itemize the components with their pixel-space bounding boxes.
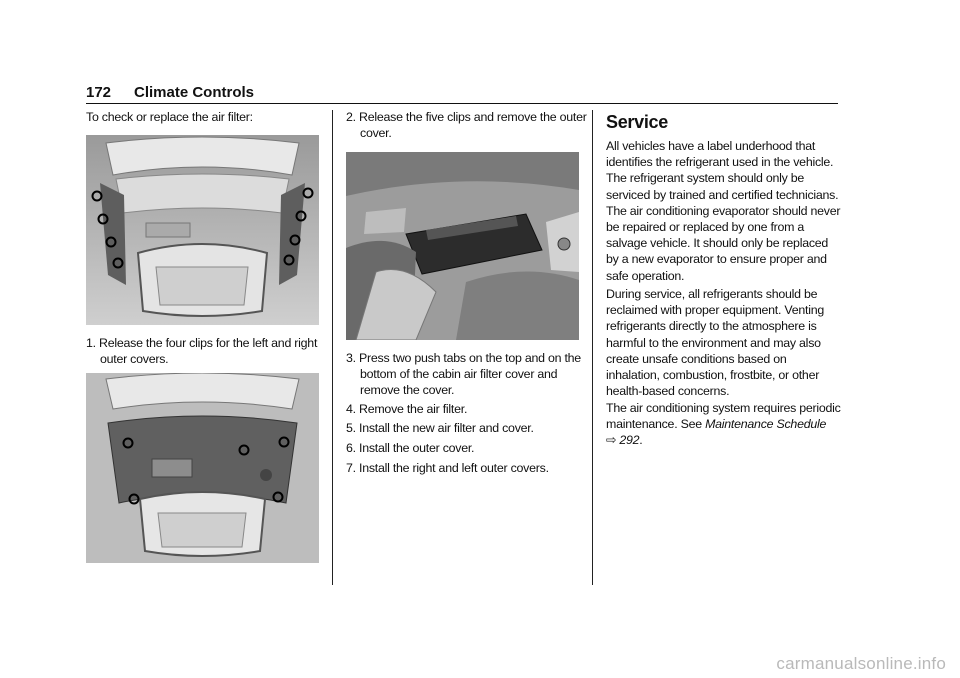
service-paragraph-2: During service, all refrigerants should … [606, 287, 824, 399]
service-paragraph-3: The air conditioning system requires per… [606, 400, 842, 449]
maintenance-schedule-link[interactable]: Maintenance Schedule [705, 417, 827, 432]
section-title: Climate Controls [134, 84, 255, 101]
air-filter-housing-photo [346, 152, 579, 340]
footer: carmanualsonline.info [0, 650, 960, 678]
service-paragraph-1: All vehicles have a label underhood that… [606, 139, 841, 283]
paragraph-3-text: The air conditioning system requires per… [606, 401, 841, 432]
service-heading: Service [606, 112, 668, 132]
step-7: 7. Install the right and left outer cove… [346, 461, 549, 475]
page-number: 172 [86, 84, 112, 101]
column-divider-left [332, 110, 333, 585]
page-reference-arrow-icon: ⇨ [606, 433, 617, 448]
column-divider-right [592, 110, 593, 585]
step-6: 6. Install the outer cover. [346, 441, 475, 455]
step-2: 2. Release the five clips and remove the… [346, 110, 587, 141]
page-reference-number[interactable]: 292 [619, 433, 640, 448]
intro-text: To check or replace the air filter: [86, 110, 253, 124]
page-header: 172 Climate Controls [86, 82, 838, 104]
step-5: 5. Install the new air filter and cover. [346, 421, 534, 435]
watermark: carmanualsonline.info [776, 654, 946, 673]
engine-bay-photo-four-clips [86, 135, 319, 325]
step-4: 4. Remove the air filter. [346, 402, 468, 416]
engine-bay-photo-five-clips [86, 373, 319, 563]
paragraph-3-end: . [639, 433, 643, 448]
step-1: 1. Release the four clips for the left a… [86, 336, 318, 367]
step-3: 3. Press two push tabs on the top and on… [346, 351, 581, 398]
header-rule [86, 103, 838, 104]
